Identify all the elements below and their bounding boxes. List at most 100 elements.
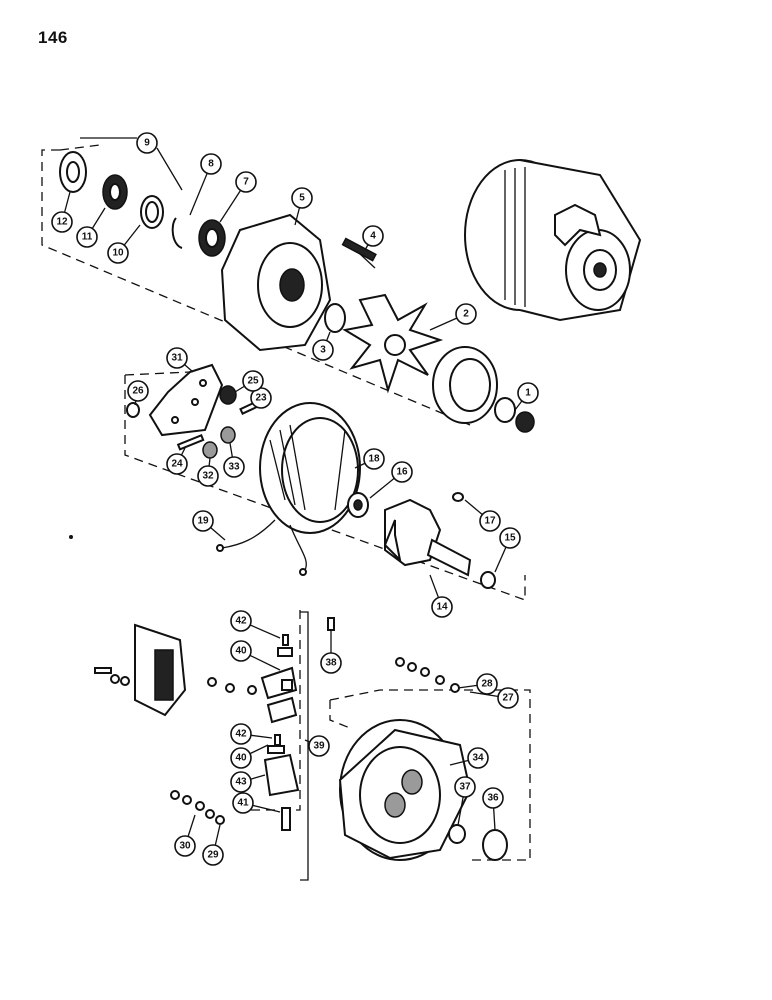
callout-18: 18 bbox=[354, 448, 385, 470]
callout-circle bbox=[232, 792, 254, 814]
callout-circle bbox=[230, 747, 252, 769]
callout-25: 25 bbox=[234, 370, 264, 393]
callout-number: 12 bbox=[56, 217, 68, 228]
callout-circle bbox=[230, 610, 252, 632]
rotor-assembly bbox=[347, 492, 496, 589]
callout-number: 40 bbox=[235, 646, 247, 657]
callout-31: 31 bbox=[166, 347, 194, 373]
callout-number: 27 bbox=[502, 693, 514, 704]
callout-39: 39 bbox=[304, 735, 330, 757]
callout-number: 28 bbox=[481, 679, 493, 690]
callout-number: 42 bbox=[235, 616, 247, 627]
callout-number: 24 bbox=[171, 459, 183, 470]
callout-circle bbox=[197, 465, 219, 487]
callout-24: 24 bbox=[166, 447, 188, 475]
callout-number: 9 bbox=[144, 138, 150, 149]
brush-holder-group bbox=[260, 617, 335, 831]
callout-number: 25 bbox=[247, 376, 259, 387]
callout-27: 27 bbox=[469, 687, 519, 709]
callout-14: 14 bbox=[429, 574, 453, 618]
callout-42: 42 bbox=[230, 723, 273, 745]
callout-circle bbox=[482, 787, 504, 809]
callout-10: 10 bbox=[107, 224, 141, 264]
rear-end-frame bbox=[338, 719, 508, 861]
front-bearing-group bbox=[59, 151, 226, 257]
callout-circle bbox=[230, 771, 252, 793]
hardware-nuts-washers bbox=[170, 657, 460, 825]
callout-29: 29 bbox=[202, 824, 224, 866]
terminal-bracket-group bbox=[126, 363, 270, 459]
stray-dot bbox=[69, 535, 73, 539]
callout-circle bbox=[107, 242, 129, 264]
callout-36: 36 bbox=[482, 787, 504, 831]
callout-12: 12 bbox=[51, 191, 73, 233]
callout-19: 19 bbox=[192, 510, 226, 541]
page-number: 146 bbox=[38, 28, 68, 47]
callout-number: 42 bbox=[235, 729, 247, 740]
callout-circle bbox=[320, 652, 342, 674]
callout-16: 16 bbox=[369, 461, 413, 499]
callout-26: 26 bbox=[127, 380, 149, 406]
callout-number: 31 bbox=[171, 353, 183, 364]
group-bracket-39 bbox=[300, 611, 309, 881]
callout-circle bbox=[242, 370, 264, 392]
callout-37: 37 bbox=[454, 776, 476, 826]
callout-33: 33 bbox=[223, 442, 245, 478]
group-bracket-9 bbox=[80, 137, 183, 191]
callout-34: 34 bbox=[449, 747, 489, 769]
callout-number: 26 bbox=[132, 386, 144, 397]
callout-circle bbox=[223, 456, 245, 478]
callout-number: 30 bbox=[179, 841, 191, 852]
callout-2: 2 bbox=[429, 303, 477, 331]
callout-circle bbox=[192, 510, 214, 532]
callout-number: 41 bbox=[237, 798, 249, 809]
callout-3: 3 bbox=[312, 331, 334, 361]
callout-4: 4 bbox=[362, 225, 384, 251]
callout-circle bbox=[51, 211, 73, 233]
callout-circle bbox=[467, 747, 489, 769]
callout-15: 15 bbox=[494, 527, 521, 573]
callout-circle bbox=[230, 640, 252, 662]
callout-circle bbox=[308, 735, 330, 757]
callout-38: 38 bbox=[320, 630, 342, 674]
callout-number: 15 bbox=[504, 533, 516, 544]
callout-number: 1 bbox=[525, 388, 531, 399]
callout-number: 39 bbox=[313, 741, 325, 752]
callout-circle bbox=[166, 453, 188, 475]
callout-40: 40 bbox=[230, 640, 281, 671]
callout-number: 14 bbox=[436, 602, 448, 613]
callout-number: 40 bbox=[235, 753, 247, 764]
callout-circle bbox=[200, 153, 222, 175]
callout-circle bbox=[431, 596, 453, 618]
callout-11: 11 bbox=[76, 207, 106, 248]
callout-number: 8 bbox=[208, 159, 214, 170]
callout-circle bbox=[127, 380, 149, 402]
callout-23: 23 bbox=[250, 387, 272, 409]
callout-1: 1 bbox=[514, 382, 539, 411]
callout-number: 36 bbox=[487, 793, 499, 804]
callout-number: 23 bbox=[255, 393, 267, 404]
callout-43: 43 bbox=[230, 771, 266, 793]
callout-circle bbox=[497, 687, 519, 709]
callout-circle bbox=[230, 723, 252, 745]
callout-number: 37 bbox=[459, 782, 471, 793]
callout-circle bbox=[455, 303, 477, 325]
callout-circle bbox=[476, 673, 498, 695]
callout-circle bbox=[291, 187, 313, 209]
callout-circle bbox=[166, 347, 188, 369]
callout-circle bbox=[312, 339, 334, 361]
callout-circle bbox=[363, 448, 385, 470]
regulator-group bbox=[94, 623, 257, 717]
callout-number: 4 bbox=[370, 231, 376, 242]
callout-number: 2 bbox=[463, 309, 469, 320]
spacer-fan-pulley-group bbox=[324, 293, 535, 433]
callout-circle bbox=[76, 226, 98, 248]
callout-number: 29 bbox=[207, 850, 219, 861]
callout-circle bbox=[517, 382, 539, 404]
callout-group: 1234578910111214151617181923242526272829… bbox=[51, 132, 539, 881]
front-end-frame bbox=[220, 213, 377, 352]
callout-32: 32 bbox=[197, 457, 219, 487]
callout-17: 17 bbox=[464, 499, 501, 532]
